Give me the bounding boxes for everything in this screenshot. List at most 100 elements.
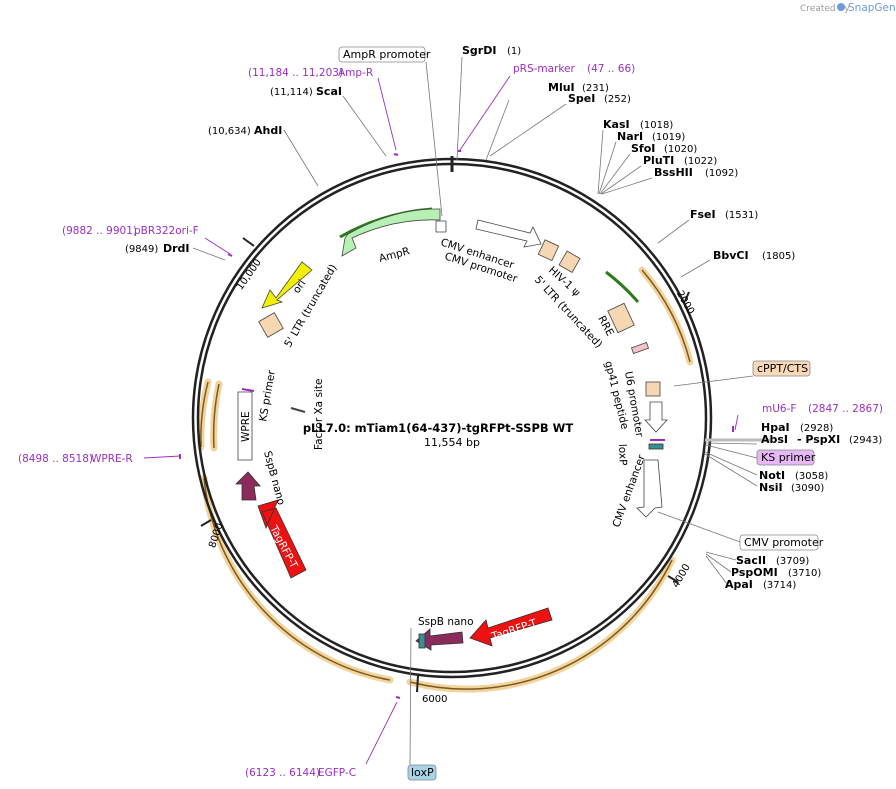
site-pspomi: PspOMI — [731, 566, 778, 579]
boxed-labels: AmpR promoter cPPT/CTS KS primer CMV pro… — [338, 46, 824, 781]
site-pluti: PluTI — [643, 154, 674, 167]
site-apai-pos: (3714) — [763, 580, 796, 591]
site-mlui-pos: (231) — [582, 83, 609, 94]
primer-amp-r: Amp-R — [338, 67, 373, 79]
site-ahdi: AhdI — [254, 124, 282, 137]
hiv-psi-box — [537, 239, 560, 262]
gp41-box — [630, 341, 650, 355]
primer-mu6-f-pos: (2847 .. 2867) — [808, 403, 883, 415]
primers: pRS-marker (47 .. 66) (11,184 .. 11,203)… — [18, 63, 883, 779]
site-drdi: DrdI — [163, 242, 190, 255]
site-pspomi-pos: (3710) — [788, 568, 821, 579]
site-nari: NarI — [617, 130, 643, 143]
sspb-arrow-left — [235, 471, 261, 501]
primer-wpre-r: WPRE-R — [91, 453, 133, 465]
loxp-mark-right — [648, 443, 664, 450]
site-bsshii: BssHII — [654, 166, 693, 179]
primer-prs-marker: pRS-marker — [513, 63, 576, 75]
site-bbvci-pos: (1805) — [762, 251, 795, 262]
site-absi: AbsI — [761, 433, 788, 446]
site-mlui: MluI — [548, 81, 575, 94]
site-scai: ScaI — [316, 85, 342, 98]
site-fsei-pos: (1531) — [725, 210, 758, 221]
orf-arcs-inner — [200, 269, 691, 690]
site-sfoi: SfoI — [631, 142, 655, 155]
site-fsei: FseI — [690, 208, 716, 221]
site-nsii-pos: (3090) — [791, 483, 824, 494]
site-sgrdi-pos: (1) — [507, 46, 521, 57]
wpre-box — [237, 391, 253, 461]
label-cppt-cts: cPPT/CTS — [757, 362, 808, 375]
site-apai: ApaI — [725, 578, 753, 591]
cmv-arrow-top — [475, 219, 542, 248]
tick-6000: 6000 — [422, 694, 447, 705]
primer-egfp-c-pos: (6123 .. 6144) — [245, 767, 320, 779]
tagrfp-arrow-bottom — [469, 607, 553, 647]
label-loxp-right: loxP — [616, 444, 629, 466]
site-nsii: NsiI — [759, 481, 783, 494]
site-noti: NotI — [759, 469, 785, 482]
u6-box — [645, 381, 661, 397]
site-pluti-pos: (1022) — [684, 156, 717, 167]
label-sspb-left: SspB nano — [261, 450, 287, 507]
label-wpre: WPRE — [240, 411, 252, 442]
label-factor-xa: Factor Xa site — [313, 379, 325, 450]
ori-arrow — [261, 261, 313, 309]
label-loxp-box: loxP — [411, 766, 434, 779]
primer-prs-marker-pos: (47 .. 66) — [587, 63, 635, 75]
site-bbvci: BbvCI — [713, 249, 749, 262]
label-ks-primer-left: KS primer — [257, 369, 278, 423]
primer-wpre-r-pos: (8498 .. 8518) — [18, 453, 93, 465]
site-sfoi-pos: (1020) — [664, 144, 697, 155]
site-hpai-pos: (2928) — [800, 423, 833, 434]
loxp-mark-bottom — [418, 633, 426, 649]
u6-arrow — [644, 401, 668, 433]
primer-pbr322ori-f-pos: (9882 .. 9901) — [62, 225, 137, 237]
label-cmv-promoter-box: CMV promoter — [744, 536, 824, 549]
site-spei: SpeI — [568, 92, 595, 105]
snapgene-logo-icon — [837, 3, 845, 11]
primer-pbr322ori-f: pBR322ori-F — [134, 225, 199, 237]
cmv-arrow-right — [636, 459, 663, 518]
primer-amp-r-pos: (11,184 .. 11,203) — [248, 67, 343, 79]
site-kasi-pos: (1018) — [640, 120, 673, 131]
tick-4000: 4000 — [671, 562, 693, 590]
primer-mu6-f: mU6-F — [762, 403, 796, 415]
label-5ltr-left: 5' LTR (truncated) — [282, 262, 339, 349]
site-bsshii-pos: (1092) — [705, 168, 738, 179]
label-ampr-promoter: AmpR promoter — [343, 48, 431, 61]
credit-prefix: Created by — [800, 4, 850, 14]
site-sacii-pos: (3709) — [776, 556, 809, 567]
restriction-sites: SgrDI (1) MluI (231) SpeI (252) KasI (10… — [125, 44, 882, 591]
map-title: pLL7.0: mTiam1(64-437)-tgRFPt-SSPB WT — [303, 421, 574, 435]
primer-leaders — [143, 75, 739, 765]
tick-10000: 10,000 — [235, 257, 264, 292]
site-scai-pos: (11,114) — [270, 87, 313, 98]
tagrfp-arrow-left — [257, 499, 307, 579]
primer-marks — [179, 150, 734, 699]
ampr-arrow — [341, 208, 441, 257]
feature-shapes — [235, 208, 770, 651]
ampr-promoter-box — [435, 220, 447, 233]
site-absi-pos: (2943) — [849, 435, 882, 446]
primer-egfp-c: EGFP-C — [318, 767, 356, 779]
ltr-box-right — [558, 250, 581, 273]
site-ahdi-pos: (10,634) — [208, 126, 251, 137]
site-kasi: KasI — [603, 118, 630, 131]
label-sspb-bottom: SspB nano — [418, 616, 474, 628]
site-hpai: HpaI — [761, 421, 790, 434]
rre-box — [607, 302, 635, 334]
site-sacii: SacII — [736, 554, 766, 567]
site-sgrdi: SgrDI — [462, 44, 496, 57]
site-spei-pos: (252) — [604, 94, 631, 105]
credit-brand: SnapGene — [848, 2, 896, 14]
map-size: 11,554 bp — [424, 436, 480, 449]
site-pspxi: - PspXI — [797, 433, 840, 446]
site-drdi-pos: (9849) — [125, 244, 158, 255]
ltr-box-left — [258, 312, 284, 338]
site-noti-pos: (3058) — [795, 471, 828, 482]
site-nari-pos: (1019) — [652, 132, 685, 143]
label-ks-primer-box: KS primer — [761, 451, 816, 464]
